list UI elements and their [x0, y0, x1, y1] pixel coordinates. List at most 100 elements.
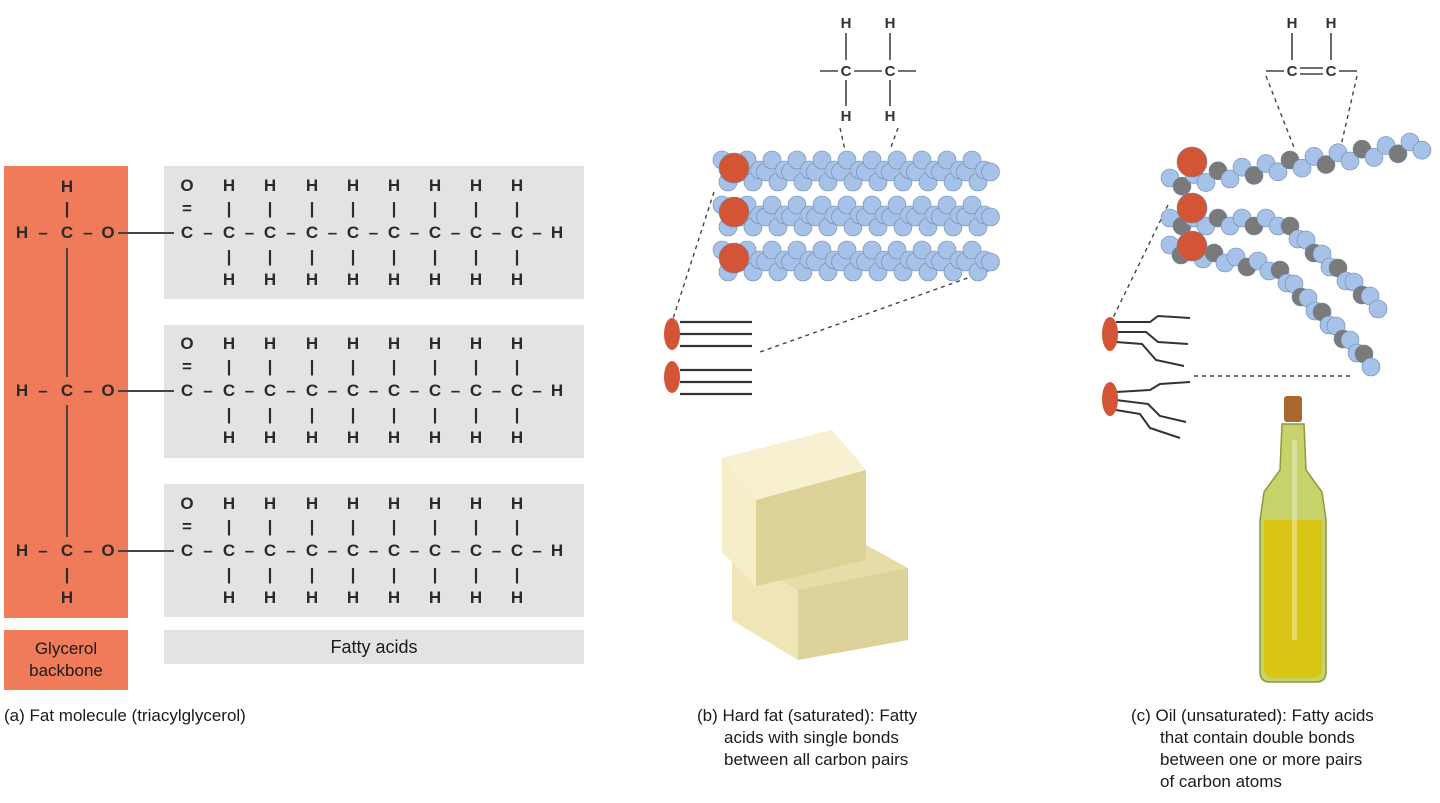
saturated-schematic	[680, 320, 752, 396]
atom-ball	[1172, 176, 1192, 196]
bond-vertical: |	[267, 565, 273, 584]
bond-single: –	[491, 541, 502, 560]
bond-vertical: |	[267, 517, 273, 536]
oxygen-ball	[718, 196, 750, 228]
bond-vertical: |	[473, 247, 479, 266]
chain-hydrogen: H	[428, 270, 442, 289]
glycerol-o: O	[101, 381, 115, 400]
bond-vertical: |	[226, 247, 232, 266]
atom-ball	[1244, 166, 1264, 185]
hydrogen-ball	[812, 195, 832, 215]
oxygen-ball	[1176, 146, 1208, 178]
chain-hydrogen: H	[428, 334, 442, 353]
hydrogen-ball	[787, 195, 807, 215]
atom-ball	[1364, 148, 1384, 167]
chain-hydrogen: H	[263, 176, 277, 195]
bond-vertical: |	[350, 565, 356, 584]
chain-hydrogen: H	[263, 334, 277, 353]
bond-vertical: |	[267, 405, 273, 424]
carbonyl-oxygen: O	[180, 334, 194, 353]
chain-hydrogen: H	[387, 176, 401, 195]
chain-hydrogen: H	[428, 494, 442, 513]
bond-vertical: |	[432, 199, 438, 218]
chain-hydrogen: H	[428, 428, 442, 447]
bond-vertical: |	[432, 565, 438, 584]
bond-vertical: |	[309, 199, 315, 218]
bond-vertical: |	[309, 247, 315, 266]
chain-hydrogen: H	[263, 494, 277, 513]
chain-hydrogen: H	[305, 176, 319, 195]
bond-single: –	[203, 541, 213, 560]
bond-single: –	[491, 381, 502, 400]
atom-ball	[1196, 173, 1216, 192]
chain-hydrogen: H	[222, 588, 236, 607]
bond-vertical: |	[309, 517, 315, 536]
bond-double: =	[182, 517, 192, 536]
chain-carbon: C	[428, 381, 442, 400]
chain-carbon: C	[346, 381, 360, 400]
bond-vertical: |	[226, 405, 232, 424]
bond-vertical: |	[391, 565, 397, 584]
hydrogen-ball	[812, 150, 832, 170]
chain-carbon: C	[180, 541, 194, 560]
unsaturated-space-filling-model	[1160, 132, 1432, 377]
svg-text:H: H	[841, 15, 852, 32]
hydrogen-ball	[887, 195, 907, 215]
chain-carbon: C	[428, 223, 442, 242]
bond-single: –	[83, 223, 93, 242]
chain-carbon: C	[387, 381, 401, 400]
hydrogen-ball	[887, 240, 907, 260]
atom-ball	[1292, 158, 1312, 178]
hydrogen-ball	[981, 162, 1000, 182]
carbonyl-oxygen: O	[180, 494, 194, 513]
chain-hydrogen: H	[346, 176, 360, 195]
hydrogen-ball	[837, 240, 857, 260]
unsaturated-schematic	[1115, 314, 1191, 439]
fatty-acid-region-3	[164, 484, 584, 617]
chain-hydrogen: H	[469, 176, 483, 195]
chain-hydrogen: H	[346, 334, 360, 353]
bond-vertical: |	[391, 517, 397, 536]
hydrogen-ball	[762, 240, 782, 260]
bond-single: –	[83, 541, 93, 560]
chain-hydrogen: H	[510, 588, 524, 607]
svg-text:H: H	[1287, 15, 1298, 32]
chain-hydrogen: H	[387, 270, 401, 289]
hydrogen-ball	[937, 150, 957, 170]
bond-single: –	[368, 541, 379, 560]
bond-vertical: |	[514, 517, 520, 536]
svg-text:H: H	[841, 108, 852, 125]
hydrogen-ball	[962, 240, 982, 260]
bond-vertical: |	[514, 357, 520, 376]
chain-carbon: C	[510, 381, 524, 400]
bond-vertical: |	[473, 565, 479, 584]
chain-hydrogen: H	[510, 334, 524, 353]
bond-vertical: |	[514, 405, 520, 424]
chain-hydrogen: H	[305, 428, 319, 447]
hydrogen-ball	[912, 150, 932, 170]
chain-hydrogen: H	[387, 428, 401, 447]
chain-carbon: C	[180, 223, 194, 242]
chain-hydrogen: H	[222, 176, 236, 195]
chain-hydrogen: H	[510, 270, 524, 289]
bond-single: –	[368, 223, 379, 242]
bond-vertical: |	[350, 405, 356, 424]
chain-hydrogen: H	[469, 588, 483, 607]
bond-single: –	[450, 381, 461, 400]
bond-vertical: |	[226, 199, 232, 218]
hydrogen-ball	[981, 207, 1000, 227]
bond-single: –	[286, 223, 296, 242]
hydrogen-ball	[812, 240, 832, 260]
hydrogen-ball	[912, 240, 932, 260]
chain-carbon: C	[387, 541, 401, 560]
bond-vertical: |	[309, 357, 315, 376]
chain-carbon: C	[263, 381, 277, 400]
glycerol-backbone-region	[4, 166, 128, 618]
bond-double: =	[182, 199, 192, 218]
hydrogen-ball	[862, 195, 882, 215]
oxygen-ball	[1176, 230, 1208, 262]
bond-single: –	[244, 541, 255, 560]
bond-vertical: |	[432, 405, 438, 424]
bond-vertical: |	[309, 405, 315, 424]
